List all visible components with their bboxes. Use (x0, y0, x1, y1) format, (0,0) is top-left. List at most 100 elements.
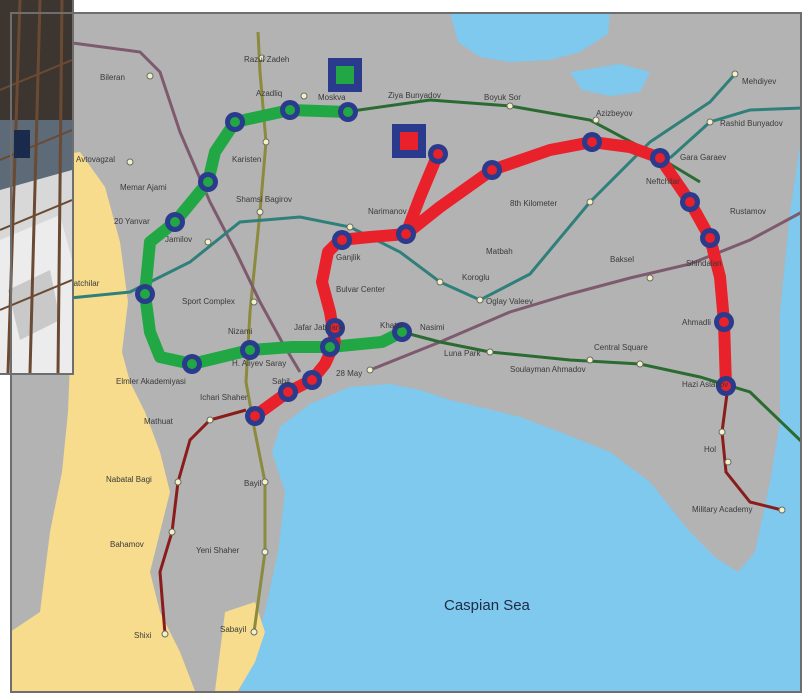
station-dot[interactable] (261, 478, 269, 486)
station-label: Military Academy (692, 505, 752, 514)
station-dot[interactable] (126, 158, 134, 166)
construction-photo-image (0, 0, 72, 373)
station-marker-core (307, 375, 317, 385)
station-dot[interactable] (731, 70, 739, 78)
station-label: Bileran (100, 73, 125, 82)
station-label: Mehdiyev (742, 77, 776, 86)
red-line-start-marker-fill (400, 132, 418, 150)
station-dot[interactable] (256, 208, 264, 216)
station-label: Nasimi (420, 323, 445, 332)
station-dot[interactable] (366, 366, 374, 374)
station-label: Matbah (486, 247, 513, 256)
minor-stations (66, 54, 786, 638)
station-label: Central Square (594, 343, 648, 352)
station-dot[interactable] (174, 478, 182, 486)
metro-map[interactable]: Bileran Razul Zadeh Azadliq Moskva Ziya … (10, 12, 802, 691)
station-dot[interactable] (250, 298, 258, 306)
station-dot[interactable] (161, 630, 169, 638)
station-dot[interactable] (300, 92, 308, 100)
station-label: Ganjlik (336, 253, 361, 262)
station-marker-core (203, 177, 213, 187)
station-dot[interactable] (636, 360, 644, 368)
station-dot[interactable] (146, 72, 154, 80)
station-marker-core (330, 323, 340, 333)
station-marker-core (250, 411, 260, 421)
station-marker-core (245, 345, 255, 355)
station-dot[interactable] (262, 138, 270, 146)
station-dot[interactable] (778, 506, 786, 514)
station-label: Ziya Bunyadov (388, 91, 441, 100)
station-dot[interactable] (346, 223, 354, 231)
station-label: Nizami (228, 327, 253, 336)
station-label: Hazi Aslanov (682, 380, 728, 389)
station-marker-core (487, 165, 497, 175)
south-coast-beach (215, 602, 265, 691)
northeast-lake (570, 64, 650, 96)
station-label: Shixi (134, 631, 152, 640)
station-marker-core (401, 229, 411, 239)
station-label: Sabayil (220, 625, 246, 634)
station-dot[interactable] (204, 238, 212, 246)
station-label: Shindalan (686, 259, 722, 268)
station-label: Memar Ajami (120, 183, 167, 192)
station-marker-core (140, 289, 150, 299)
station-dot[interactable] (250, 628, 258, 636)
green-line-start-marker-fill (336, 66, 354, 84)
station-label: Khatai (380, 321, 403, 330)
station-marker-core (170, 217, 180, 227)
station-dot[interactable] (436, 278, 444, 286)
station-marker-core (187, 359, 197, 369)
station-dot[interactable] (206, 416, 214, 424)
station-label: Avtovagzal (76, 155, 115, 164)
station-label: Narimanov (368, 207, 407, 216)
station-label: Bulvar Center (336, 285, 385, 294)
station-marker-core (685, 197, 695, 207)
station-label: Jamilov (165, 235, 192, 244)
station-marker-core (587, 137, 597, 147)
station-dot[interactable] (476, 296, 484, 304)
station-marker-core (721, 381, 731, 391)
station-dot[interactable] (724, 458, 732, 466)
station-label: H. Aliyev Saray (232, 359, 286, 368)
station-label: Rashid Bunyadov (720, 119, 783, 128)
station-label: Jafar Jabbarly (294, 323, 344, 332)
station-label: Oglay Valeev (486, 297, 533, 306)
station-label: Bayil (244, 479, 262, 488)
station-dot[interactable] (586, 356, 594, 364)
station-dot[interactable] (258, 54, 266, 62)
station-label: Hol (704, 445, 716, 454)
station-marker-core (655, 153, 665, 163)
station-dot[interactable] (261, 548, 269, 556)
station-label: 20 Yanvar (114, 217, 150, 226)
northern-lake (450, 12, 610, 62)
station-label: Sahil (272, 377, 290, 386)
station-label: Sport Complex (182, 297, 235, 306)
station-label: Yeni Shaher (196, 546, 240, 555)
metro-map-canvas[interactable]: Bileran Razul Zadeh Azadliq Moskva Ziya … (10, 12, 802, 691)
station-label: Inschaatchilar (50, 279, 100, 288)
station-marker-core (283, 387, 293, 397)
station-dot[interactable] (592, 116, 600, 124)
station-label: Bahamov (110, 540, 144, 549)
station-label: Gara Garaev (680, 153, 726, 162)
station-label: Neftchilar (646, 177, 680, 186)
station-marker-core (397, 327, 407, 337)
station-dot[interactable] (168, 528, 176, 536)
station-dot[interactable] (706, 118, 714, 126)
station-label: 8th Kilometer (510, 199, 557, 208)
station-dot[interactable] (646, 274, 654, 282)
station-dot[interactable] (486, 348, 494, 356)
station-label: Nabatal Bagi (106, 475, 152, 484)
sea-label: Caspian Sea (444, 597, 531, 614)
station-dot[interactable] (506, 102, 514, 110)
station-marker-core (719, 317, 729, 327)
station-label: Soulayman Ahmadov (510, 365, 586, 374)
west-inlet (10, 342, 70, 632)
station-dot[interactable] (586, 198, 594, 206)
metro-line-dark-green-south (401, 330, 802, 444)
station-label: Boyuk Sor (484, 93, 521, 102)
station-label: Mathuat (144, 417, 174, 426)
station-dot[interactable] (718, 428, 726, 436)
metro-line-purple-east (369, 210, 802, 372)
